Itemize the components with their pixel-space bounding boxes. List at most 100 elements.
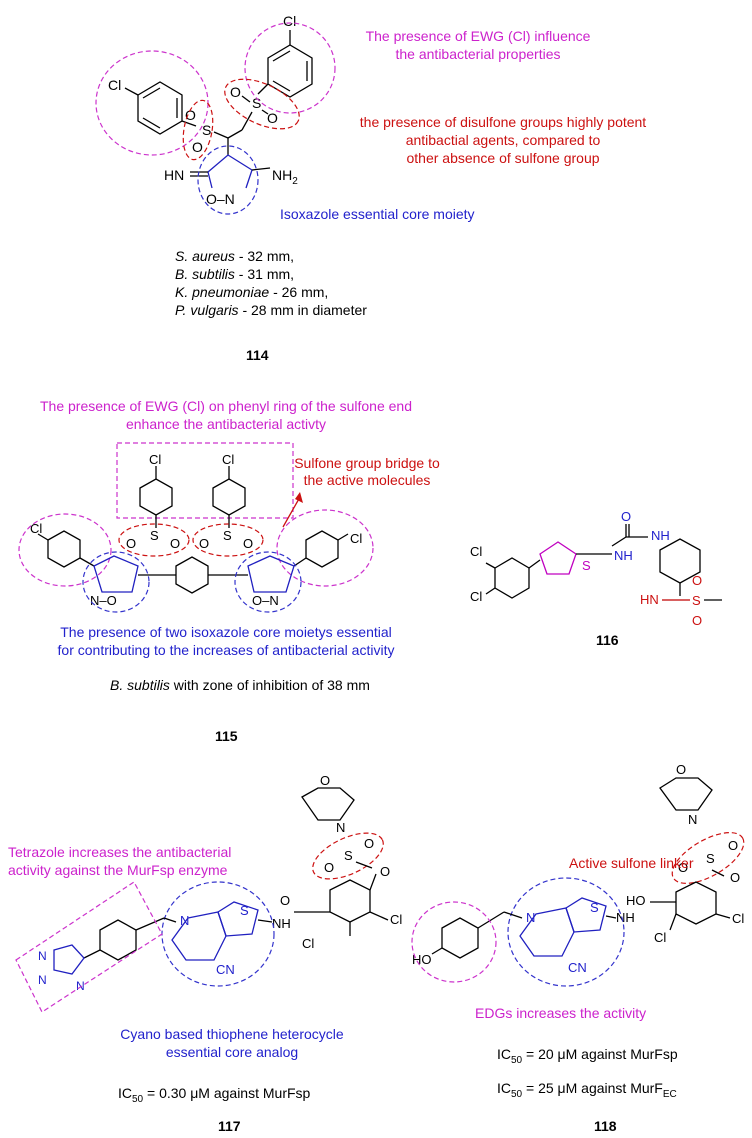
compound-114: Cl Cl S O O S O O xyxy=(95,13,647,363)
c114-ring-on: O–N xyxy=(206,191,235,207)
c115-core-note-2: for contributing to the increases of ant… xyxy=(58,642,395,658)
c114-disulfone-note-1: the presence of disulfone groups highly … xyxy=(360,114,647,130)
c115-bridge-arrow xyxy=(282,496,301,528)
c117-tet-n3: N xyxy=(76,979,85,993)
c118-ic50-2: IC50 = 25 μM against MurFEC xyxy=(497,1080,677,1100)
c114-ewg-circle-left xyxy=(95,50,209,156)
c115-s-left: S xyxy=(150,528,159,543)
c114-isoxazole-core: HN NH2 O–N xyxy=(164,154,298,207)
c114-disulfone-circle-2 xyxy=(182,99,214,161)
c117-morph-n: N xyxy=(336,820,345,835)
c115-number: 115 xyxy=(215,728,238,744)
c118-cn: CN xyxy=(568,960,587,975)
c116-so2-o2: O xyxy=(692,613,702,628)
c118-morph-n: N xyxy=(688,812,697,827)
c117-cl-2: Cl xyxy=(302,936,314,951)
c117-cn: CN xyxy=(216,962,235,977)
c115-o-right-1: O xyxy=(199,536,209,551)
c117-nh: NH xyxy=(272,916,291,931)
c117-carbonyl-o: O xyxy=(380,864,390,879)
c115-o-left-2: O xyxy=(170,536,180,551)
c117-cl-1: Cl xyxy=(390,912,402,927)
c115-s-right: S xyxy=(223,528,232,543)
c115-cl-2: Cl xyxy=(222,452,234,467)
c115-ewg-note-2: enhance the antibacterial activty xyxy=(126,416,326,432)
c115-core-note-1: The presence of two isoxazole core moiet… xyxy=(60,624,392,640)
c116-nh-1: NH xyxy=(651,528,670,543)
c117-tet-n2: N xyxy=(38,973,47,987)
c117-tetrazole-note-1: Tetrazole increases the antibacterial xyxy=(8,844,231,860)
c115-o-left-1: O xyxy=(126,536,136,551)
c118-edg-circle xyxy=(411,901,497,983)
c118-so2-o2: O xyxy=(728,838,738,853)
compound-117: Tetrazole increases the antibacterial ac… xyxy=(8,773,402,1134)
c118-nh: NH xyxy=(616,910,635,925)
c117-so2-s: S xyxy=(344,848,353,863)
c117-core-n: N xyxy=(180,913,189,928)
c118-sulfone-circle xyxy=(671,832,745,884)
c115-bridge-note-2: the active molecules xyxy=(304,472,431,488)
c115-sulfone-circle-left xyxy=(118,523,190,557)
c118-benzamide-ring: Cl Cl xyxy=(654,881,744,945)
c115-ewg-box xyxy=(116,442,294,519)
c118-cl-2: Cl xyxy=(654,930,666,945)
c117-amide-o: O xyxy=(280,893,290,908)
c115-isoxazole-circle-right xyxy=(234,551,302,613)
c114-cl-left: Cl xyxy=(108,77,121,93)
c115-ewg-note-1: The presence of EWG (Cl) on phenyl ring … xyxy=(40,398,412,414)
c114-activity-3: K. pneumoniae - 26 mm, xyxy=(175,284,328,300)
c118-edg-note: EDGs increases the activity xyxy=(475,1005,646,1021)
c114-disulfone-note-3: other absence of sulfone group xyxy=(406,150,599,166)
c116-cl-2: Cl xyxy=(470,589,482,604)
c117-number: 117 xyxy=(218,1118,241,1134)
c114-cl-right: Cl xyxy=(283,13,296,29)
c115-bridge-note-1: Sulfone group bridge to xyxy=(294,455,440,471)
c116-so2-o1: O xyxy=(692,573,702,588)
c115-n-o-left: N–O xyxy=(90,593,117,608)
c118-ho: HO xyxy=(626,893,646,908)
c116-so2-s: S xyxy=(692,593,701,608)
c117-core-note-1: Cyano based thiophene heterocycle xyxy=(120,1026,344,1042)
c115-ewg-circle-right xyxy=(276,509,374,587)
c118-ic50-1: IC50 = 20 μM against MurFsp xyxy=(497,1046,678,1066)
compound-118: O N S O O Active sulfone linker O Cl Cl … xyxy=(411,762,745,1134)
c118-s: S xyxy=(590,900,599,915)
c117-sulfone-circle xyxy=(312,832,384,880)
c115-activity: B. subtilis with zone of inhibition of 3… xyxy=(110,677,370,693)
c114-o-lower-2: O xyxy=(192,139,203,155)
c116-phenyl xyxy=(659,538,701,596)
c117-ic50: IC50 = 0.30 μM against MurFsp xyxy=(118,1085,311,1105)
c114-chlorophenyl-left: Cl xyxy=(108,77,197,135)
c116-o: O xyxy=(621,509,631,524)
c117-morph-o: O xyxy=(320,773,330,788)
c115-sulfonyl-phenyl-left: Cl xyxy=(139,452,173,528)
c115-sulfone-circle-right xyxy=(192,523,264,557)
c117-core-note-2: essential core analog xyxy=(166,1044,298,1060)
compound-116: O NH NH S Cl Cl HN S O O 116 xyxy=(470,509,722,648)
c116-dichlorophenyl: Cl Cl xyxy=(470,544,541,604)
c115-cl-4: Cl xyxy=(350,531,362,546)
c114-disulfone-note-2: antibactial agents, compared to xyxy=(406,132,601,148)
c118-number: 118 xyxy=(594,1118,617,1134)
c114-o-upper-1: O xyxy=(230,84,241,100)
c117-so2-o1: O xyxy=(324,860,334,875)
c114-activity-1: S. aureus - 32 mm, xyxy=(175,248,294,264)
c117-benzyl xyxy=(83,917,177,961)
c114-o-upper-2: O xyxy=(267,110,278,126)
c118-thiophene-core: S N CN xyxy=(519,897,617,975)
c114-ewg-note-2: the antibacterial properties xyxy=(396,46,561,62)
c117-morpholine: O N xyxy=(301,773,355,835)
c114-o-lower-1: O xyxy=(185,107,196,123)
c114-ewg-note-1: The presence of EWG (Cl) influence xyxy=(366,28,591,44)
c118-linker-note: Active sulfone linker xyxy=(569,855,694,871)
c115-sulfonyl-phenyl-right: Cl xyxy=(212,452,246,528)
c118-morpholine: O N xyxy=(659,762,713,827)
c114-chlorophenyl-right: Cl xyxy=(257,13,313,98)
c114-hn: HN xyxy=(164,167,184,183)
c115-o-right-2: O xyxy=(243,536,253,551)
c118-phenol-ho: HO xyxy=(412,952,432,967)
c115-isoxazole-circle-left xyxy=(82,551,150,613)
c117-thiophene-core: S N CN xyxy=(171,901,273,977)
c118-so2-o1: O xyxy=(678,860,688,875)
